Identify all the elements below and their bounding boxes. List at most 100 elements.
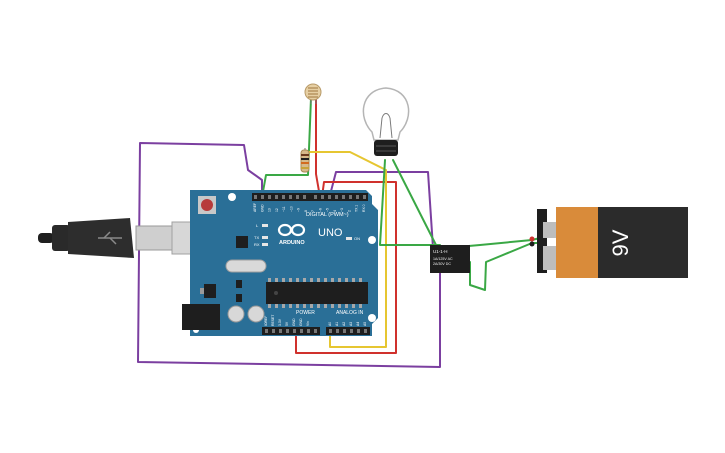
pin-label: TX 1: [355, 205, 359, 212]
led-tx: [262, 236, 268, 239]
capacitor: [247, 305, 265, 323]
wire-yellow[interactable]: [304, 151, 387, 348]
led-tx-label: TX: [254, 235, 259, 240]
pin-label: 13: [268, 208, 272, 212]
digital-header: [252, 193, 368, 201]
pin-label: ~10: [289, 206, 293, 212]
wire-red-bottom[interactable]: [295, 181, 397, 354]
resistor-band: [301, 162, 309, 164]
pin-label: ~3: [340, 208, 344, 212]
battery-terminal-top: [543, 222, 557, 238]
photoresistor-track: [308, 87, 318, 98]
mounting-hole: [228, 193, 236, 201]
battery-9v[interactable]: 9V: [529, 207, 689, 278]
pin-label: RX 0: [362, 204, 366, 212]
crystal: [225, 259, 267, 273]
pin-label: GND: [299, 318, 303, 326]
reset-button[interactable]: [201, 199, 213, 211]
power-label: POWER: [296, 310, 315, 316]
mounting-hole: [368, 314, 376, 322]
photoresistor[interactable]: [304, 83, 322, 104]
relay-body: [430, 245, 470, 273]
relay-label: U1-1-H: [433, 249, 448, 254]
wire-purple-right[interactable]: [329, 171, 434, 249]
pin-label: A5: [363, 322, 367, 326]
resistor[interactable]: [300, 148, 310, 173]
mounting-hole: [368, 236, 376, 244]
component: [236, 294, 242, 302]
analog-label: ANALOG IN: [336, 310, 364, 316]
resistor-band: [301, 167, 309, 169]
light-bulb[interactable]: [362, 87, 410, 156]
battery-clip: [537, 209, 547, 273]
pin-label: 3.3V: [278, 318, 282, 326]
usb-icon: [98, 231, 122, 245]
pin-label: A3: [349, 322, 353, 326]
component: [236, 280, 242, 288]
photoresistor-head: [304, 83, 322, 101]
resistor-band: [301, 158, 309, 160]
battery-body: [598, 207, 688, 278]
pin-label: 8: [304, 210, 308, 212]
pin-label: ~5: [326, 208, 330, 212]
pin-label: A4: [356, 322, 360, 326]
usb-plug-tip: [38, 233, 54, 243]
regulator-tab: [200, 288, 204, 294]
wire-green-relay-loop[interactable]: [469, 242, 541, 291]
pin-label: GND: [292, 318, 296, 326]
pin-label: 7: [311, 210, 315, 212]
pin-label: 2: [347, 210, 351, 212]
wire-green-bulb-2[interactable]: [392, 159, 437, 246]
pin-label: RESET: [271, 315, 275, 326]
pin-label: 5V: [285, 321, 289, 326]
led-l: [262, 224, 268, 227]
relay[interactable]: U1-1-H 1A/125V AC 2A/30V DC: [430, 245, 470, 273]
pin-label: A2: [342, 322, 346, 326]
bulb-filament: [379, 113, 393, 139]
resistor-band: [301, 154, 309, 156]
led-on: [346, 237, 352, 240]
led-rx-label: RX: [254, 242, 260, 247]
chip-notch: [274, 291, 278, 295]
arduino-model-label: UNO: [318, 227, 343, 239]
power-header: [262, 327, 320, 335]
pin-label: 12: [275, 208, 279, 212]
battery-terminal-minus[interactable]: [529, 241, 535, 247]
bulb-base: [374, 140, 398, 156]
battery-terminal-bottom: [543, 246, 557, 270]
power-jack[interactable]: [182, 304, 220, 330]
usb-plug-body: [52, 225, 70, 251]
relay-spec-2: 2A/30V DC: [433, 262, 451, 266]
usb-chip: [236, 236, 248, 248]
battery-terminal-plus[interactable]: [529, 236, 535, 242]
relay-spec-1: 1A/125V AC: [433, 257, 453, 261]
arduino-brand-label: ARDUINO: [279, 240, 305, 246]
analog-header: [326, 327, 370, 335]
pin-label: Vin: [306, 321, 310, 326]
pin-label: AREF: [253, 203, 257, 212]
pin-label: GND: [260, 204, 264, 212]
bottom-header-pins: [265, 329, 367, 333]
led-rx: [262, 243, 268, 246]
atmega-pins: [268, 278, 362, 308]
pin-label: 4: [333, 210, 337, 212]
battery-label: 9V: [608, 229, 633, 256]
voltage-regulator: [204, 284, 216, 298]
usb-connector-metal: [135, 225, 173, 251]
led-on-label: ON: [354, 236, 360, 241]
pin-label: ~11: [282, 206, 286, 212]
pin-label: IOREF: [264, 316, 268, 326]
wire-green-ldr[interactable]: [261, 97, 312, 198]
wire-red-ldr[interactable]: [315, 97, 321, 198]
digital-label: DIGITAL (PWM~): [306, 212, 349, 218]
digital-header-pins: [254, 195, 366, 199]
battery-orange-band: [556, 207, 598, 278]
arduino-logo-icon: [277, 223, 306, 237]
capacitor: [227, 305, 245, 323]
wire-purple-left[interactable]: [137, 142, 441, 368]
